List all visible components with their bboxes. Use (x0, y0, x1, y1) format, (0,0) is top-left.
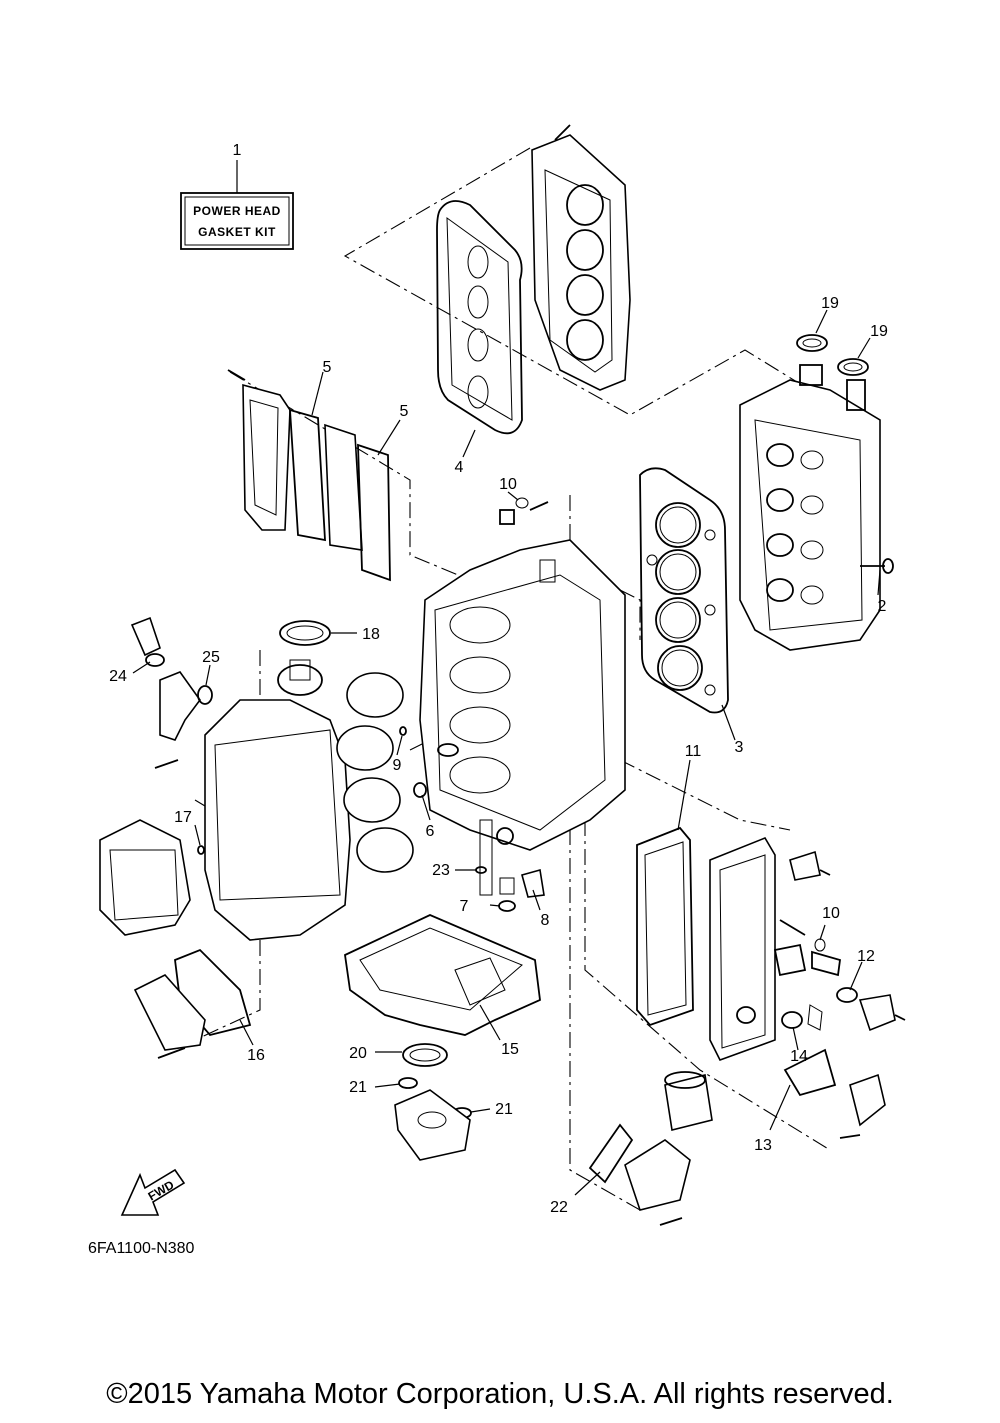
fwd-arrow: FWD (120, 1168, 186, 1216)
manifold-cover (709, 837, 837, 1097)
callout-5a: 5 (323, 359, 332, 376)
callout-10b: 10 (822, 905, 840, 922)
callout-17: 17 (174, 809, 192, 826)
head-cover-gasket (436, 200, 523, 435)
callout-19b: 19 (870, 323, 888, 340)
cylinder-block (419, 497, 626, 896)
callout-8: 8 (541, 912, 550, 929)
fitting-parts (130, 616, 213, 769)
crank-oil-seal (279, 620, 331, 646)
callout-3: 3 (735, 739, 744, 756)
callout-7: 7 (460, 898, 469, 915)
cylinder-head-gasket (639, 467, 729, 714)
side-cover (99, 819, 252, 1059)
oil-filter (588, 1071, 713, 1226)
small-fittings (197, 558, 906, 1139)
leader-lines (132, 309, 881, 1196)
gasket-kit-box: POWER HEAD GASKET KIT (180, 160, 294, 250)
cylinder-head (739, 364, 881, 651)
oil-strainer (394, 1043, 472, 1161)
callout-23: 23 (432, 862, 450, 879)
callout-24: 24 (109, 668, 127, 685)
callout-2: 2 (878, 598, 887, 615)
oil-seals (796, 334, 869, 376)
manifold-gasket (636, 826, 694, 1027)
callout-15: 15 (501, 1041, 519, 1058)
callout-11: 11 (685, 743, 702, 760)
callout-16: 16 (247, 1047, 265, 1064)
kit-box-line2: GASKET KIT (198, 225, 276, 239)
callout-20: 20 (349, 1045, 367, 1062)
kit-box-line1: POWER HEAD (193, 204, 281, 218)
callout-9: 9 (393, 757, 402, 774)
callout-labels: 1 2 3 4 5 5 6 7 8 9 10 10 11 12 13 14 15… (109, 142, 888, 1216)
crankcase-assembly (204, 659, 414, 941)
callout-1: 1 (233, 142, 242, 159)
callout-12: 12 (857, 948, 875, 965)
callout-21b: 21 (495, 1101, 513, 1118)
cylinder-head-cover (531, 124, 631, 391)
callout-18: 18 (362, 626, 380, 643)
oil-pan-gasket (344, 914, 541, 1036)
copyright-notice: ©2015 Yamaha Motor Corporation, U.S.A. A… (106, 1378, 894, 1410)
callout-21a: 21 (349, 1079, 367, 1096)
callout-6: 6 (426, 823, 435, 840)
exhaust-cover (227, 369, 391, 582)
callout-10a: 10 (499, 476, 517, 493)
callout-25: 25 (202, 649, 220, 666)
callout-13: 13 (754, 1137, 772, 1154)
callout-22: 22 (550, 1199, 568, 1216)
callout-14: 14 (790, 1048, 808, 1065)
callout-4: 4 (455, 459, 464, 476)
diagram-code: 6FA1100-N380 (88, 1240, 195, 1257)
callout-19a: 19 (821, 295, 839, 312)
callout-5b: 5 (400, 403, 409, 420)
